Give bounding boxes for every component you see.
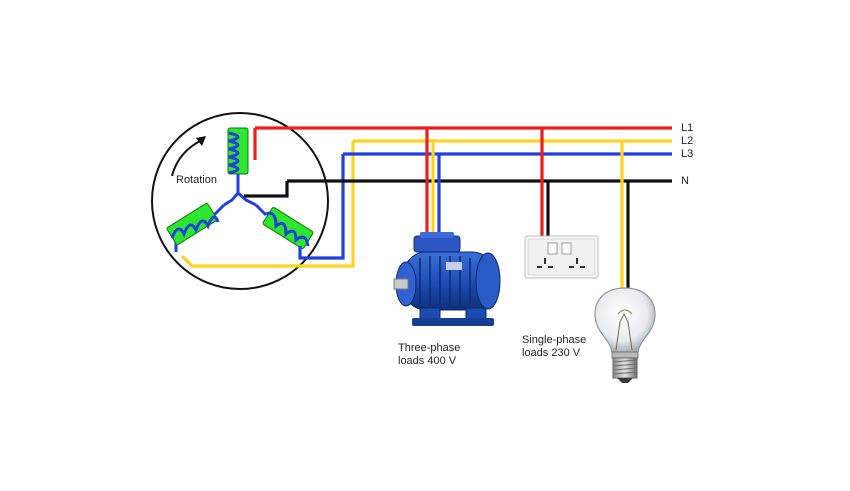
single-phase-caption-line2: loads 230 V: [522, 347, 581, 359]
label-l3: L3: [681, 148, 693, 160]
three-phase-caption-line2: loads 400 V: [398, 355, 457, 367]
three-phase-caption-line1: Three-phase: [398, 342, 460, 354]
coil-windings-overlay: [170, 131, 310, 247]
single-phase-caption-line1: Single-phase: [522, 334, 586, 346]
generator-outline: [151, 112, 329, 290]
generator: Rotation: [151, 112, 329, 290]
light-bulb-icon: [594, 287, 656, 383]
socket-drops: [540, 128, 550, 238]
socket-outlet-icon: [524, 235, 599, 279]
motor-drops: [425, 128, 441, 240]
label-n: N: [681, 175, 689, 187]
rotation-label: Rotation: [176, 174, 217, 186]
rotation-arrow-icon: [171, 139, 203, 177]
label-l2: L2: [681, 135, 693, 147]
bulb-drops: [620, 141, 630, 290]
electric-motor-icon: [393, 232, 501, 326]
bus-wires: [180, 126, 672, 268]
rotation-arrowhead-icon: [196, 136, 206, 146]
label-l1: L1: [681, 122, 693, 134]
